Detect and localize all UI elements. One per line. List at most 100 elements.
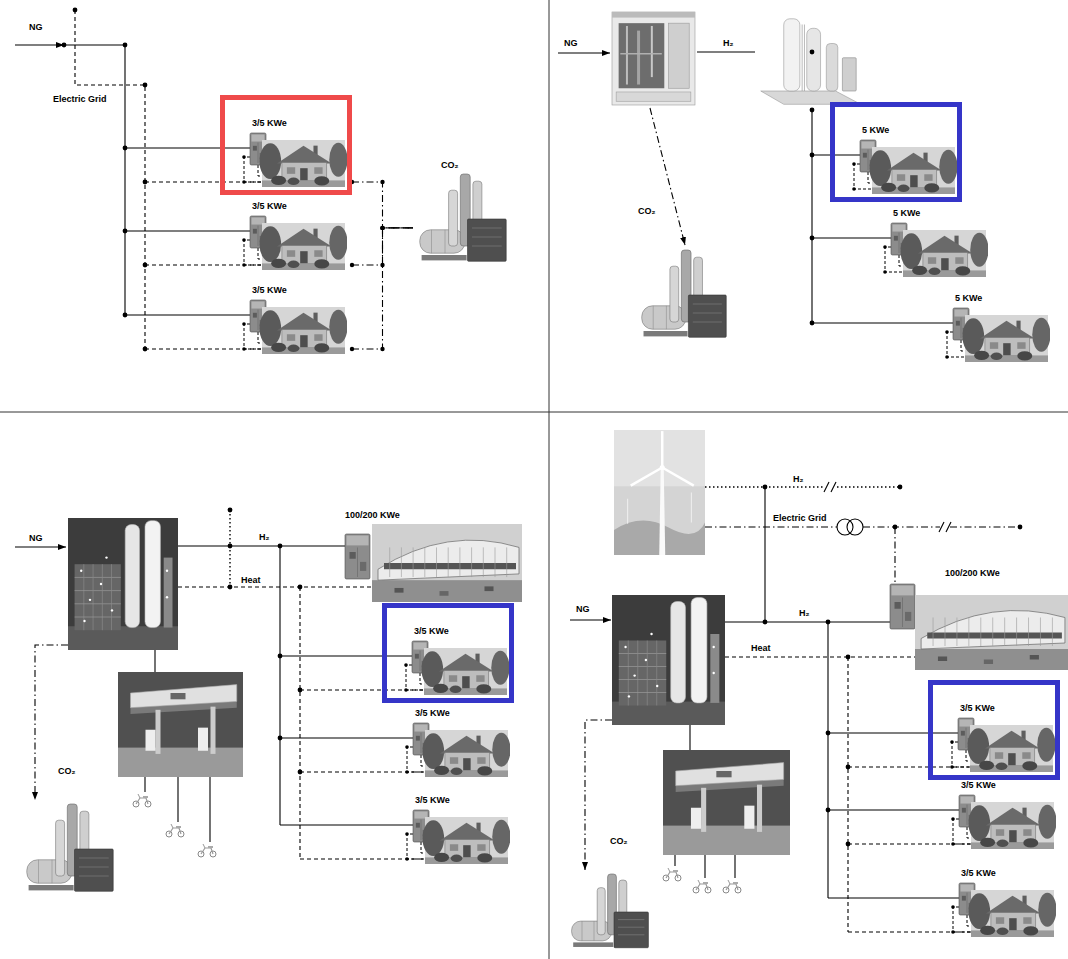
- co2-storage-picture-part: [597, 888, 605, 935]
- building-picture-part: [483, 547, 484, 577]
- house-picture-part: [423, 820, 445, 856]
- house-picture-part: [463, 845, 470, 857]
- house-picture-part: [451, 855, 463, 863]
- house-unit-drawing-part: [404, 663, 408, 667]
- junction-dots-part: [123, 146, 128, 151]
- house-picture: [870, 147, 957, 194]
- fuel-cell-unit-part: [863, 153, 867, 158]
- junction-dots-part: [73, 8, 78, 13]
- house-picture-part: [910, 175, 917, 187]
- junction-dots-part: [298, 688, 303, 693]
- building-picture-part: [495, 547, 496, 577]
- reformer-cabinet-picture-part: [612, 12, 695, 18]
- wire-label-anchor: H₂: [792, 474, 805, 484]
- wire-label: NG: [28, 22, 44, 32]
- node-drawing: [388, 777, 510, 867]
- house-picture-part: [991, 353, 1003, 361]
- supply-wire: [705, 526, 837, 527]
- building-picture: [915, 595, 1068, 670]
- transformer-symbol-part: [847, 519, 863, 535]
- house-picture-part: [449, 675, 457, 682]
- reforming-plant-picture-part: [83, 620, 85, 622]
- vehicle-icon-part: [169, 828, 181, 834]
- co2-storage-picture-part: [472, 228, 502, 229]
- wire-label-anchor: Electric Grid: [772, 513, 828, 523]
- node-drawing: [340, 508, 525, 603]
- co2-storage-picture-part: [693, 304, 722, 305]
- reforming-plant-picture-part: [75, 603, 121, 604]
- house-unit-drawing-part: [852, 162, 856, 166]
- junction-dots-part: [228, 585, 233, 590]
- reforming-plant-picture-part: [671, 602, 686, 703]
- reforming-plant-picture-part: [619, 679, 666, 680]
- junction-dots-part: [846, 842, 851, 847]
- filling-station-picture-part: [118, 748, 243, 777]
- power-label: 3/5 KWe: [252, 285, 287, 295]
- house-picture-part: [1023, 829, 1031, 836]
- filling-station-picture-part: [211, 707, 216, 754]
- vehicle-icon-part: [143, 796, 148, 798]
- reforming-plant-picture-part: [691, 598, 707, 703]
- filling-station-picture-part: [701, 788, 706, 832]
- node-drawing: [413, 150, 513, 268]
- house-picture-part: [314, 334, 322, 341]
- house-picture-part: [980, 838, 995, 847]
- supply-wire: [178, 586, 372, 587]
- house-picture-part: [881, 183, 896, 192]
- building-picture-part: [944, 618, 945, 647]
- co2-storage-picture-part: [693, 313, 722, 314]
- house-picture-part: [450, 686, 462, 694]
- house-unit-drawing-part: [852, 187, 856, 191]
- house-picture-part: [974, 351, 989, 360]
- connector-dots-part: [380, 226, 384, 230]
- wind-turbine-picture-part: [659, 468, 665, 556]
- reforming-plant-picture-part: [145, 521, 160, 628]
- reforming-plant-picture-part: [713, 672, 715, 674]
- supply-wire: [812, 322, 953, 323]
- fuel-cell-unit-part: [905, 612, 911, 621]
- house-picture-part: [970, 233, 988, 267]
- co2-storage: CO₂: [22, 762, 122, 897]
- house-picture-part: [288, 345, 300, 353]
- house-unit-drawing: [404, 641, 509, 695]
- wire-label: H₂: [798, 608, 811, 618]
- vehicle-icon-part: [138, 794, 140, 798]
- house-picture-part: [476, 675, 484, 682]
- junction-dots-part: [898, 485, 903, 490]
- fuel-cell-unit-part: [966, 728, 967, 748]
- fuel-cell-unit-part: [416, 823, 420, 828]
- fuel-cell-unit-part: [895, 602, 901, 609]
- reforming-plant-picture-part: [105, 556, 107, 558]
- reformer-cabinet-picture-part: [619, 23, 665, 88]
- node-drawing: [388, 690, 510, 780]
- house-unit-drawing: [405, 810, 510, 864]
- house-picture-part: [1008, 753, 1015, 765]
- house-picture-part: [492, 820, 510, 854]
- power-label: 3/5 KWe: [252, 118, 287, 128]
- power-label: 3/5 KWe: [415, 795, 450, 805]
- wire-label: Heat: [750, 643, 772, 653]
- supply-wire: [279, 546, 280, 825]
- fuel-cell-unit-part: [956, 321, 960, 326]
- hydrogen-storage-picture-part: [842, 58, 856, 91]
- house-picture-part: [440, 736, 495, 754]
- house-picture: [969, 890, 1056, 937]
- house-picture-part: [980, 321, 1035, 339]
- wire-label: NG: [28, 533, 44, 543]
- supply-wire: [35, 645, 68, 800]
- junction-dots-part: [826, 808, 831, 813]
- wire-label-anchor: Electric Grid: [52, 94, 108, 104]
- junction-dots-part: [1018, 525, 1023, 530]
- fuel-cell-house: 3/5 KWe: [382, 603, 514, 703]
- supply-wire: [229, 510, 230, 587]
- co2-storage-picture-part: [449, 190, 458, 246]
- wire-label: H₂: [722, 38, 735, 48]
- house-picture-part: [912, 266, 927, 275]
- connector-dots-part: [380, 180, 384, 184]
- building-picture-part: [395, 588, 404, 593]
- node-drawing: [565, 832, 660, 954]
- house-picture-part: [969, 893, 991, 929]
- building-picture-part: [459, 547, 460, 577]
- house-picture-part: [1023, 926, 1038, 935]
- co2-storage-picture-part: [618, 927, 644, 928]
